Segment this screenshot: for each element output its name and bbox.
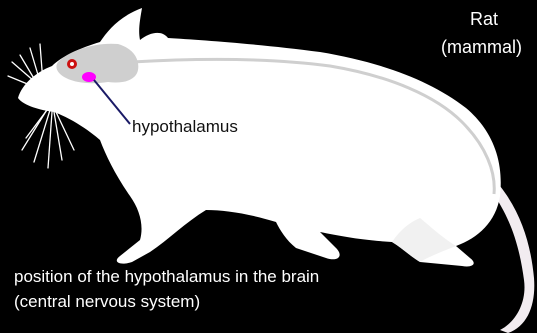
class-label: (mammal) xyxy=(441,38,522,56)
species-label: Rat xyxy=(470,10,498,28)
eye xyxy=(67,59,77,69)
caption-line-1: position of the hypothalamus in the brai… xyxy=(14,268,319,285)
hypothalamus-label: hypothalamus xyxy=(132,118,238,135)
caption-line-2: (central nervous system) xyxy=(14,293,200,310)
